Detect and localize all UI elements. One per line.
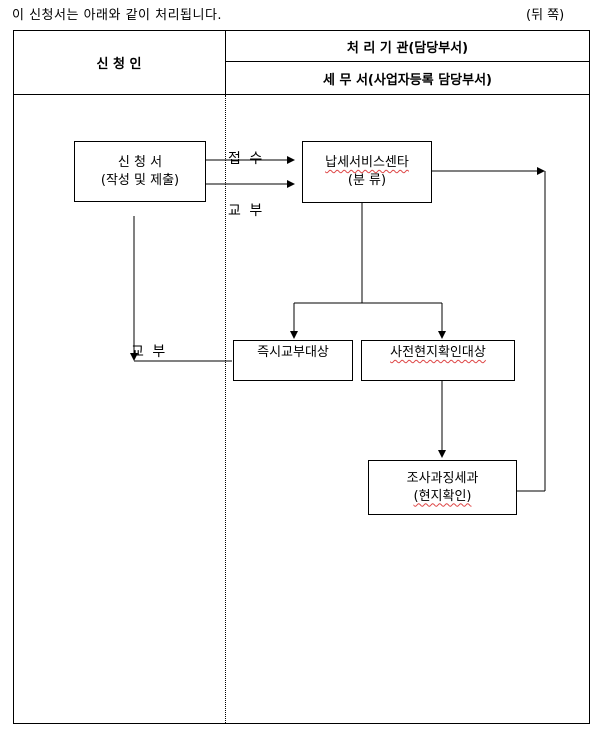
precheck-label: 사전현지확인대상 <box>390 345 486 360</box>
agency-header: 처 리 기 관(담당부서) <box>346 41 469 56</box>
service-center-box: 납세서비스센타 (분 류) <box>302 141 432 203</box>
service-center-title: 납세서비스센타 <box>325 155 409 170</box>
applicant-header: 신 청 인 <box>96 57 142 72</box>
header-note: 이 신청서는 아래와 같이 처리됩니다. <box>12 8 223 23</box>
column-divider-dotted <box>225 95 226 723</box>
application-subtitle: (작성 및 제출) <box>100 172 180 188</box>
header-divider-vertical <box>225 30 226 94</box>
header-divider-bottom <box>13 94 590 95</box>
header-divider-middle <box>225 61 590 62</box>
investigation-box: 조사과징세과 (현지확인) <box>368 460 517 515</box>
receive-label: 접 수 <box>228 151 265 167</box>
immediate-issue-label: 즉시교부대상 <box>257 345 329 360</box>
application-title: 신 청 서 <box>117 154 163 170</box>
application-box: 신 청 서 (작성 및 제출) <box>74 141 206 202</box>
issue-label-top: 교 부 <box>228 203 265 219</box>
page-side-label: (뒤 쪽) <box>526 8 565 23</box>
investigation-subtitle: (현지확인) <box>413 488 472 504</box>
service-center-subtitle: (분 류) <box>347 173 387 188</box>
investigation-title: 조사과징세과 <box>406 470 479 486</box>
precheck-box: 사전현지확인대상 <box>361 340 515 381</box>
immediate-issue-box: 즉시교부대상 <box>233 340 353 381</box>
office-header: 세 무 서(사업자등록 담당부서) <box>323 73 492 88</box>
issue-label-left: 교 부 <box>131 344 168 360</box>
process-table <box>13 30 590 724</box>
